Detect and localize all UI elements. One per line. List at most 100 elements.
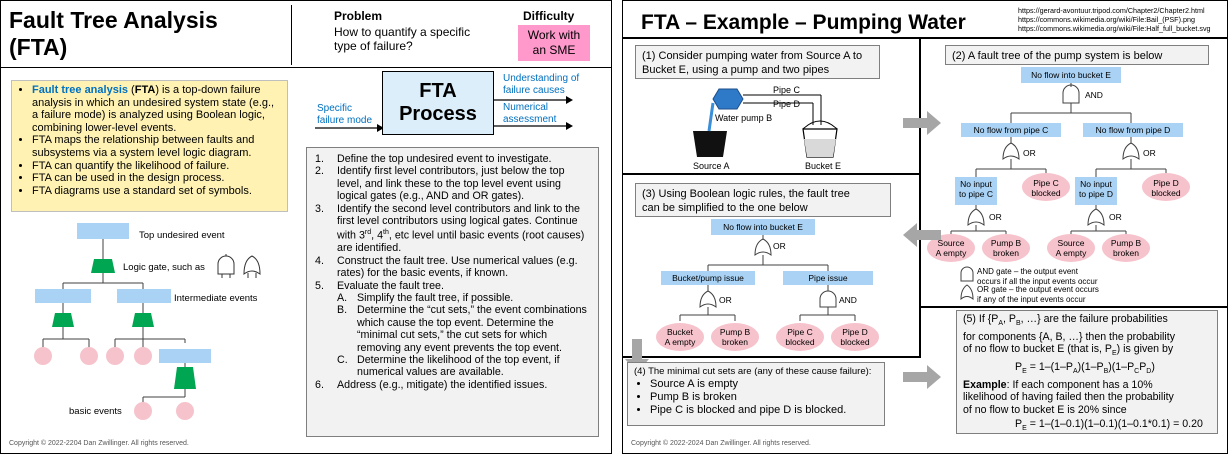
- basic-event-5: [134, 402, 152, 420]
- p5-line-1: (5) If {PA, PB, …} are the failure proba…: [963, 313, 1168, 328]
- panel3-text-box: (3) Using Boolean logic rules, the fault…: [635, 183, 891, 217]
- p5-line-3: of no flow to bucket E (that is, PE) is …: [963, 343, 1174, 358]
- p2-or-c2: OR: [989, 212, 1002, 222]
- bail-source-icon: [693, 131, 727, 157]
- panel3-right: [919, 173, 921, 358]
- basic-event-4: [134, 347, 152, 365]
- legend-intermediate: Intermediate events: [174, 293, 258, 304]
- definition-bullet-1: Fault tree analysis (FTA) is a top-down …: [32, 84, 283, 134]
- p2-or-d: OR: [1143, 148, 1156, 158]
- basic-event-1: [34, 347, 52, 365]
- gate-mid: [132, 313, 154, 327]
- p2-or-c: OR: [1023, 148, 1036, 158]
- and-legend-icon: [960, 266, 974, 282]
- input-arrow: [315, 124, 384, 132]
- p5-final: PE = 1–(1–0.1)(1–0.1)(1–0.1*0.1) = 0.20: [1015, 418, 1203, 433]
- panel5-box: (5) If {PA, PB, …} are the failure proba…: [956, 310, 1218, 434]
- panel3-bottom: [623, 356, 919, 358]
- output-label-2: Numerical assessment: [503, 102, 557, 125]
- title-divider: [291, 5, 292, 65]
- water-pump-icon: [712, 88, 744, 110]
- p3-or-left: OR: [719, 295, 732, 305]
- right-title: FTA – Example – Pumping Water: [641, 11, 966, 34]
- definition-bullet-5: FTA diagrams use a standard set of symbo…: [32, 185, 283, 198]
- cut-set-2: Pump B is broken: [650, 391, 880, 404]
- p3-pipe-issue: Pipe issue: [808, 273, 848, 283]
- definition-list: Fault tree analysis (FTA) is a top-down …: [16, 84, 283, 197]
- p5-formula: PE = 1–(1–PA)(1–PB)(1–PCPD): [1015, 361, 1155, 376]
- output-arrow-2: [494, 122, 573, 130]
- url-3[interactable]: https://commons.wikimedia.org/wiki/File:…: [1018, 24, 1211, 33]
- gate-top: [91, 259, 115, 273]
- cut-set-1: Source A is empty: [650, 378, 880, 391]
- arrow-right-1: [903, 111, 941, 135]
- arrow-right-4: [903, 365, 941, 389]
- legend-basic: basic events: [69, 406, 122, 417]
- p5-line-2: for components {A, B, …} then the probab…: [963, 330, 1175, 343]
- definition-box: Fault tree analysis (FTA) is a top-down …: [11, 80, 288, 212]
- left-slide: Fault Tree Analysis (FTA) Problem How to…: [0, 0, 612, 454]
- simplified-fault-tree: [656, 219, 879, 351]
- p2-no-flow-c: No flow from pipe C: [973, 125, 1049, 135]
- p3-or-top: OR: [773, 241, 786, 251]
- substep-a: A.Simplify the fault tree, if possible.: [337, 292, 514, 305]
- pipe-c-label: Pipe C: [773, 85, 801, 95]
- p2-and-label: AND: [1085, 90, 1103, 100]
- problem-text: How to quantify a specific type of failu…: [334, 25, 471, 53]
- bucket-e-label: Bucket E: [805, 161, 842, 171]
- full-fault-tree: [927, 67, 1190, 301]
- problem-heading: Problem: [334, 9, 383, 23]
- p5-example-1: Example: If each component has a 10%: [963, 378, 1153, 391]
- intermediate-rect-1: [35, 289, 91, 303]
- step-4: 4.Construct the fault tree. Use numerica…: [315, 254, 578, 280]
- arrow-left-2: [903, 223, 941, 247]
- intermediate-rect-2: [117, 289, 171, 303]
- step-1: 1.Define the top undesired event to inve…: [315, 153, 552, 165]
- basic-event-6: [176, 402, 194, 420]
- vertical-divider: [919, 37, 921, 307]
- cut-set-3: Pipe C is blocked and pipe D is blocked.: [650, 404, 880, 417]
- gate-left: [52, 313, 74, 327]
- p2-top-event: No flow into bucket E: [1031, 70, 1111, 80]
- panel2-bottom: [919, 306, 1227, 308]
- right-copyright: Copyright © 2022-2024 Dan Zwillinger. Al…: [631, 440, 811, 447]
- url-2[interactable]: https://commons.wikimedia.org/wiki/File:…: [1018, 15, 1195, 24]
- top-event-rect: [77, 223, 129, 239]
- panel4-box: (4) The minimal cut sets are (any of the…: [627, 362, 885, 426]
- fta-process-box: FTA Process: [382, 71, 494, 135]
- p5-example-2: likelihood of having failed then the pro…: [963, 391, 1174, 404]
- step-6: 6.Address (e.g., mitigate) the identifie…: [315, 378, 548, 391]
- basic-event-2: [80, 347, 98, 365]
- output-arrow-1: [494, 96, 573, 104]
- input-label: Specific failure mode: [317, 103, 373, 126]
- url-1[interactable]: https://gerard-avontuur.tripod.com/Chapt…: [1018, 6, 1205, 15]
- legend-gate: Logic gate, such as: [123, 262, 205, 273]
- generic-fault-tree: [34, 223, 211, 420]
- panel1-bottom: [623, 173, 919, 175]
- right-slide: FTA – Example – Pumping Water https://ge…: [622, 0, 1228, 454]
- p3-bucket-pump-issue: Bucket/pump issue: [672, 273, 744, 283]
- p3-top-event: No flow into bucket E: [723, 222, 803, 232]
- definition-bullet-2: FTA maps the relationship between faults…: [32, 134, 283, 159]
- step-2: 2.Identify first level contributors, jus…: [315, 165, 565, 203]
- gate-low: [174, 367, 196, 389]
- or-legend-icon: [960, 284, 974, 301]
- p5-example-3: of no flow to bucket E is 20% since: [963, 403, 1127, 416]
- left-copyright: Copyright © 2022-2204 Dan Zwillinger. Al…: [9, 440, 189, 447]
- left-title: Fault Tree Analysis (FTA): [9, 7, 218, 60]
- step-3: 3.Identify the second level contributors…: [315, 202, 585, 255]
- difficulty-badge: Work with an SME: [518, 25, 590, 61]
- definition-bullet-3: FTA can quantify the likelihood of failu…: [32, 160, 283, 173]
- difficulty-heading: Difficulty: [523, 9, 575, 23]
- substep-b: B.Determine the “cut sets,” the event co…: [337, 304, 587, 354]
- p3-and-right: AND: [839, 295, 857, 305]
- pipe-d-label: Pipe D: [773, 99, 801, 109]
